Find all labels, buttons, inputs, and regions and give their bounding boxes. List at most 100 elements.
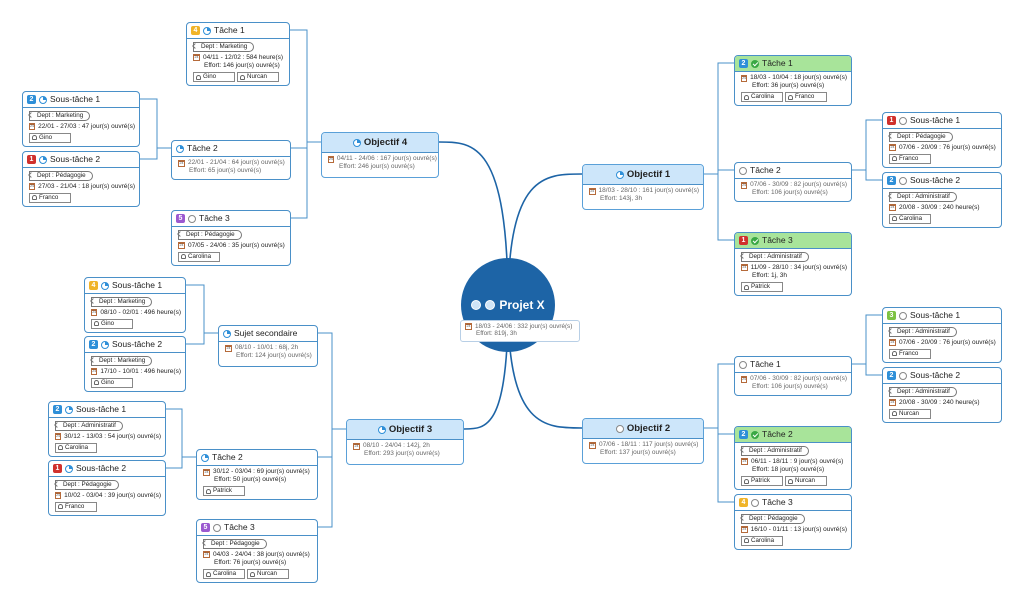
person-chip[interactable]: Franco (55, 501, 97, 512)
department-tag: Dept : Pédagogie (55, 480, 119, 490)
person-icon (94, 321, 99, 327)
connector-ss-sss1 (186, 284, 218, 334)
person-chip[interactable]: Gino (91, 377, 133, 388)
status-blank-icon (188, 214, 196, 223)
calendar-icon: 24 (91, 309, 98, 317)
effort-text: Effort: 106 jour(s) ouvré(s) (752, 189, 828, 197)
dates-text: 07/05 - 24/06 : 35 jour(s) ouvré(s) (188, 241, 285, 249)
person-chip[interactable]: Patrick (203, 486, 245, 497)
person-name: Franco (899, 155, 919, 163)
person-icon (206, 488, 211, 494)
people-row: Carolina (55, 442, 161, 453)
person-chip[interactable]: Patrick (741, 282, 783, 293)
person-chip[interactable]: Carolina (741, 92, 783, 103)
connector-obj1-t1c (704, 173, 734, 241)
node-header: Objectif 4 (322, 133, 438, 153)
person-chip[interactable]: Carolina (741, 535, 783, 546)
person-name: Gino (101, 320, 115, 328)
dates-text: 07/06 - 18/11 : 117 jour(s) ouvré(s) (599, 441, 699, 448)
person-chip[interactable]: Carolina (55, 442, 97, 453)
department-tag: Dept : Pédagogie (889, 132, 953, 142)
person-chip[interactable]: Franco (889, 153, 931, 164)
person-chip[interactable]: Carolina (889, 213, 931, 224)
person-chip[interactable]: Gino (193, 72, 235, 83)
dates-text: 07/06 - 20/09 : 76 jour(s) ouvré(s) (899, 143, 996, 151)
effort-text: Effort: 18 jour(s) ouvré(s) (752, 465, 825, 473)
person-chip[interactable]: Gino (29, 132, 71, 143)
calendar-icon: 24 (91, 368, 98, 376)
person-chip[interactable]: Nurcan (237, 72, 279, 83)
person-name: Carolina (751, 537, 775, 545)
person-chip[interactable]: Nurcan (247, 569, 289, 580)
connector-t1b-s1b1 (852, 119, 882, 171)
dates-text: 07/06 - 30/09 : 82 jour(s) ouvré(s) (750, 181, 847, 188)
calendar-icon: 24 (55, 492, 62, 500)
department-tag: Dept : Administratif (889, 192, 957, 202)
node-header: Objectif 3 (347, 420, 463, 440)
priority-4-icon: 4 (89, 281, 98, 290)
status-partial-icon (101, 281, 109, 290)
person-chip[interactable]: Carolina (203, 569, 245, 580)
person-chip[interactable]: Patrick (741, 476, 783, 487)
person-chip[interactable]: Franco (889, 348, 931, 359)
person-name: Nurcan (899, 410, 919, 418)
person-chip[interactable]: Carolina (178, 251, 220, 262)
node-title: Objectif 3 (388, 423, 433, 435)
dates-text: 30/12 - 03/04 : 69 jour(s) ouvré(s) (213, 468, 310, 475)
calendar-icon: 24 (741, 74, 748, 82)
connector-obj3-t3c (318, 428, 346, 528)
person-chip[interactable]: Nurcan (785, 476, 827, 487)
person-chip[interactable]: Franco (785, 92, 827, 103)
priority-2-icon: 2 (887, 176, 896, 185)
node-header: Tâche 2 (735, 163, 851, 179)
person-chip[interactable]: Franco (29, 192, 71, 203)
person-icon (206, 571, 211, 577)
people-icon (471, 300, 482, 310)
status-partial-icon (615, 170, 624, 179)
person-chip[interactable]: Nurcan (889, 408, 931, 419)
status-partial-icon (65, 405, 73, 414)
person-chip[interactable]: Gino (91, 318, 133, 329)
